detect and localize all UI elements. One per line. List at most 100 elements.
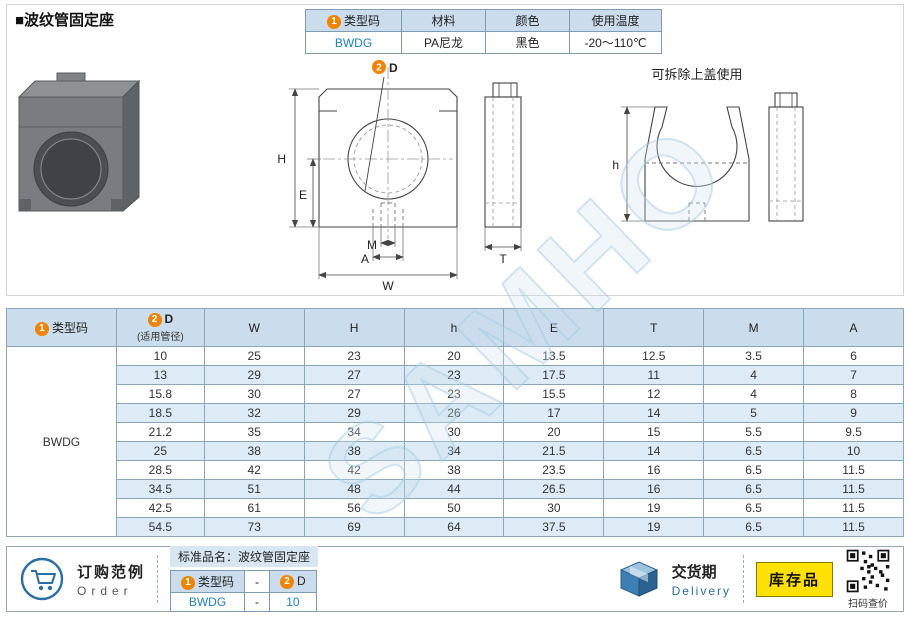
order-label: 订购范例 Order: [77, 561, 145, 598]
dim-value-cell: 42: [303, 460, 405, 480]
dim-value-cell: 30: [503, 498, 605, 518]
dim-value-cell: 16: [603, 460, 705, 480]
spec-header-color: 颜色: [485, 9, 570, 32]
type-code-cell: BWDG: [6, 346, 117, 537]
spec-value-row: BWDG PA尼龙 黑色 -20～110℃: [305, 31, 662, 54]
dim-label-W: W: [382, 279, 394, 293]
dim-value-cell: 13.5: [503, 346, 605, 366]
dim-value-cell: 15: [603, 422, 705, 442]
dim-header-W: W: [203, 308, 305, 347]
dim-value-cell: 38: [203, 441, 305, 461]
divider: [157, 555, 159, 603]
dim-header-H: H: [303, 308, 405, 347]
package-icon: [619, 561, 658, 597]
stock-badge: 库存品: [755, 561, 833, 597]
dim-value-cell: 6.5: [703, 441, 805, 461]
delivery-label-en: Delivery: [671, 583, 731, 598]
badge-2-icon: 2: [280, 575, 295, 589]
dim-value-cell: 11.5: [803, 460, 904, 480]
dim-header-A: A: [803, 308, 904, 347]
dim-value-cell: 69: [303, 517, 405, 537]
dim-value-cell: 56: [303, 498, 405, 518]
dim-value-cell: 15.5: [503, 384, 605, 404]
dim-header-T: T: [603, 308, 705, 347]
dim-value-cell: 6.5: [703, 498, 805, 518]
spec-value-type: BWDG: [305, 31, 402, 54]
order-label-cn: 订购范例: [77, 563, 146, 581]
dim-label-D: D: [389, 61, 398, 75]
dim-value-cell: 8: [803, 384, 904, 404]
dim-header-h: h: [403, 308, 505, 347]
dim-value-cell: 38: [403, 460, 505, 480]
product-image: [17, 72, 141, 213]
order-type-value: BWDG: [170, 592, 246, 612]
dim-value-cell: 50: [403, 498, 505, 518]
dim-value-cell: 26.5: [503, 479, 605, 499]
dim-value-cell: 9.5: [803, 422, 904, 442]
dim-value-cell: 11.5: [803, 517, 904, 537]
dim-value-cell: 20: [503, 422, 605, 442]
dim-value-cell: 48: [303, 479, 405, 499]
dim-value-cell: 30: [403, 422, 505, 442]
dim-value-cell: 51: [203, 479, 305, 499]
dim-value-cell: 16: [603, 479, 705, 499]
dim-value-cell: 73: [203, 517, 305, 537]
spec-value-temp: -20～110℃: [569, 31, 662, 54]
dim-value-cell: 29: [303, 403, 405, 423]
dim-value-cell: 11.5: [803, 479, 904, 499]
dim-value-cell: 34: [303, 422, 405, 442]
dim-value-cell: 44: [403, 479, 505, 499]
dim-value-cell: 14: [603, 403, 705, 423]
dim-value-cell: 19: [603, 517, 705, 537]
dim-value-cell: 23: [403, 365, 505, 385]
open-top-view: [644, 106, 750, 222]
dim-header-M: M: [703, 308, 805, 347]
spec-value-color: 黑色: [485, 31, 570, 54]
dim-value-cell: 37.5: [503, 517, 605, 537]
order-d-value: 10: [269, 592, 317, 612]
order-dash: -: [244, 592, 271, 612]
technical-drawing: H E M A W 2 D T: [17, 60, 804, 293]
dim-value-cell: 64: [403, 517, 505, 537]
d-value-cell: 54.5: [115, 517, 205, 537]
qr-caption: 扫码查价: [848, 599, 888, 610]
badge-2-icon: 2: [147, 313, 162, 327]
dim-value-cell: 4: [703, 365, 805, 385]
front-view-dimensions: [289, 88, 458, 279]
drawing-note: 可拆除上盖使用: [651, 67, 742, 82]
dim-value-cell: 6.5: [703, 479, 805, 499]
order-label-en: Order: [77, 583, 133, 598]
standard-name: 标准品名：波纹管固定座: [170, 546, 319, 567]
d-subheader: (适用管径): [137, 332, 184, 343]
divider: [742, 555, 744, 603]
dim-value-cell: 9: [803, 403, 904, 423]
badge-2-number: 2: [376, 63, 382, 74]
d-value-cell: 25: [115, 441, 205, 461]
spec-value-material: PA尼龙: [401, 31, 486, 54]
dim-value-cell: 35: [203, 422, 305, 442]
badge-1-icon: 1: [181, 576, 196, 590]
dim-value-cell: 17.5: [503, 365, 605, 385]
dim-value-cell: 4: [703, 384, 805, 404]
dim-value-cell: 11.5: [803, 498, 904, 518]
qr-section: 扫码查价: [845, 548, 891, 610]
badge-2-icon: [372, 60, 386, 74]
dim-value-cell: 26: [403, 403, 505, 423]
